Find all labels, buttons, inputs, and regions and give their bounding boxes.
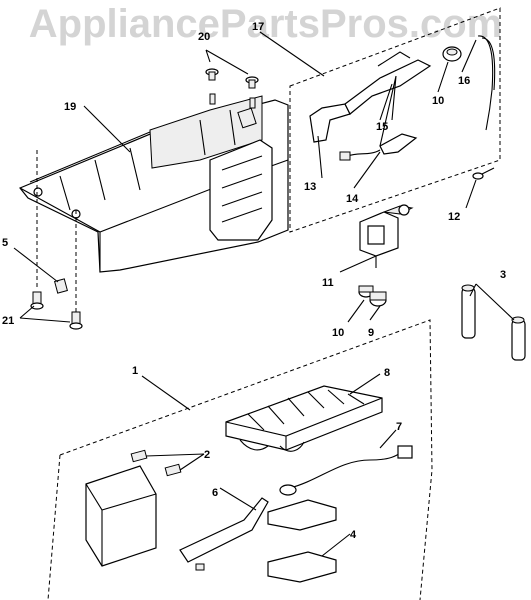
brackets-part-4 (267, 499, 337, 583)
callout-10-upper: 10 (432, 95, 444, 107)
ejector-part-6 (179, 497, 269, 571)
control-module-box (85, 465, 157, 567)
ice-tray-part-8 (225, 385, 383, 452)
callout-9: 9 (368, 327, 374, 339)
callout-7: 7 (396, 421, 402, 433)
screw-part-12 (472, 167, 495, 180)
callout-6: 6 (212, 487, 218, 499)
water-tube-part-16 (477, 35, 496, 131)
screws-part-20 (205, 68, 259, 109)
callout-1: 1 (132, 365, 138, 377)
fitting-part-9 (369, 291, 387, 307)
callout-4: 4 (350, 529, 357, 541)
callout-16: 16 (458, 75, 470, 87)
screws-part-21 (30, 150, 83, 330)
callout-2: 2 (204, 449, 210, 461)
callout-labels: 20 17 19 5 21 16 10 15 13 14 12 11 3 10 … (2, 21, 506, 541)
leader-lines (13, 31, 515, 557)
callout-12: 12 (448, 211, 460, 223)
water-valve-part-11 (359, 204, 414, 268)
harness-part-7 (279, 445, 413, 496)
ice-bucket-housing-part (19, 95, 289, 273)
group-box-upper-right (289, 7, 501, 233)
elbow-tube-part-13 (309, 103, 351, 143)
callout-20: 20 (198, 31, 210, 43)
callout-10-lower: 10 (332, 327, 344, 339)
callout-19: 19 (64, 101, 76, 113)
heater-part-14 (339, 133, 418, 161)
callout-13: 13 (304, 181, 316, 193)
grommet-part-10-upper (442, 46, 462, 62)
callout-17: 17 (252, 21, 264, 33)
watermark: AppliancePartsPros.com (28, 2, 503, 46)
callout-21: 21 (2, 315, 14, 327)
callout-11: 11 (322, 277, 334, 289)
clip-part-5 (54, 278, 68, 294)
group-box-lower (47, 319, 433, 600)
fill-tube-part-15 (344, 51, 432, 115)
callout-5: 5 (2, 237, 8, 249)
callout-14: 14 (346, 193, 359, 205)
connectors-part-2 (130, 449, 182, 477)
callout-8: 8 (384, 367, 390, 379)
callout-3: 3 (500, 269, 506, 281)
callout-15: 15 (376, 121, 388, 133)
tubes-part-3 (461, 284, 526, 361)
